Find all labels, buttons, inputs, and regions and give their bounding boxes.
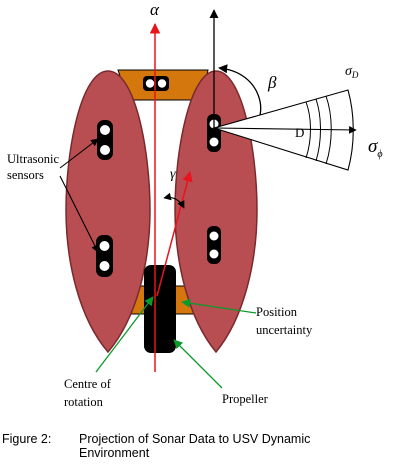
left-hull xyxy=(65,70,151,354)
ultrasonic-sensors-label: Ultrasonic sensors xyxy=(7,152,62,182)
right-lower-sensor xyxy=(207,226,221,264)
figure-caption: Figure 2: Projection of Sonar Data to US… xyxy=(2,432,400,460)
propeller-label: Propeller xyxy=(222,392,269,406)
alpha-label: α xyxy=(150,0,160,19)
sigma-phi-label: σϕ xyxy=(368,136,383,160)
centre-of-rotation-label: Centre of rotation xyxy=(64,377,114,409)
gamma-label: γ xyxy=(170,167,176,182)
centre-of-rotation-pointer xyxy=(95,296,154,373)
propeller xyxy=(144,265,176,353)
figure-number: Figure 2: xyxy=(2,432,52,446)
usv-sonar-diagram: α β γ D σD σϕ Ultrasonic sensors Positio… xyxy=(7,0,383,409)
crossbar-sensor xyxy=(143,76,169,91)
range-d-label: D xyxy=(295,125,304,140)
sigma-d-label: σD xyxy=(345,64,359,80)
sonar-beam xyxy=(212,89,357,171)
right-hull xyxy=(174,70,258,354)
position-uncertainty-pointer xyxy=(181,298,257,314)
ultrasonic-pointer-upper xyxy=(59,138,99,169)
ultrasonic-pointer-lower xyxy=(59,175,99,253)
gamma-arc xyxy=(163,192,185,209)
figure-title-line2: Environment xyxy=(79,446,150,460)
position-uncertainty-label: Position uncertainty xyxy=(256,305,313,337)
beta-label: β xyxy=(267,73,277,92)
gamma-arrow xyxy=(156,170,193,297)
figure-title-line1: Projection of Sonar Data to USV Dynamic xyxy=(79,432,311,446)
left-upper-sensor xyxy=(97,120,113,160)
left-lower-sensor xyxy=(96,235,113,277)
propeller-pointer xyxy=(173,339,223,389)
